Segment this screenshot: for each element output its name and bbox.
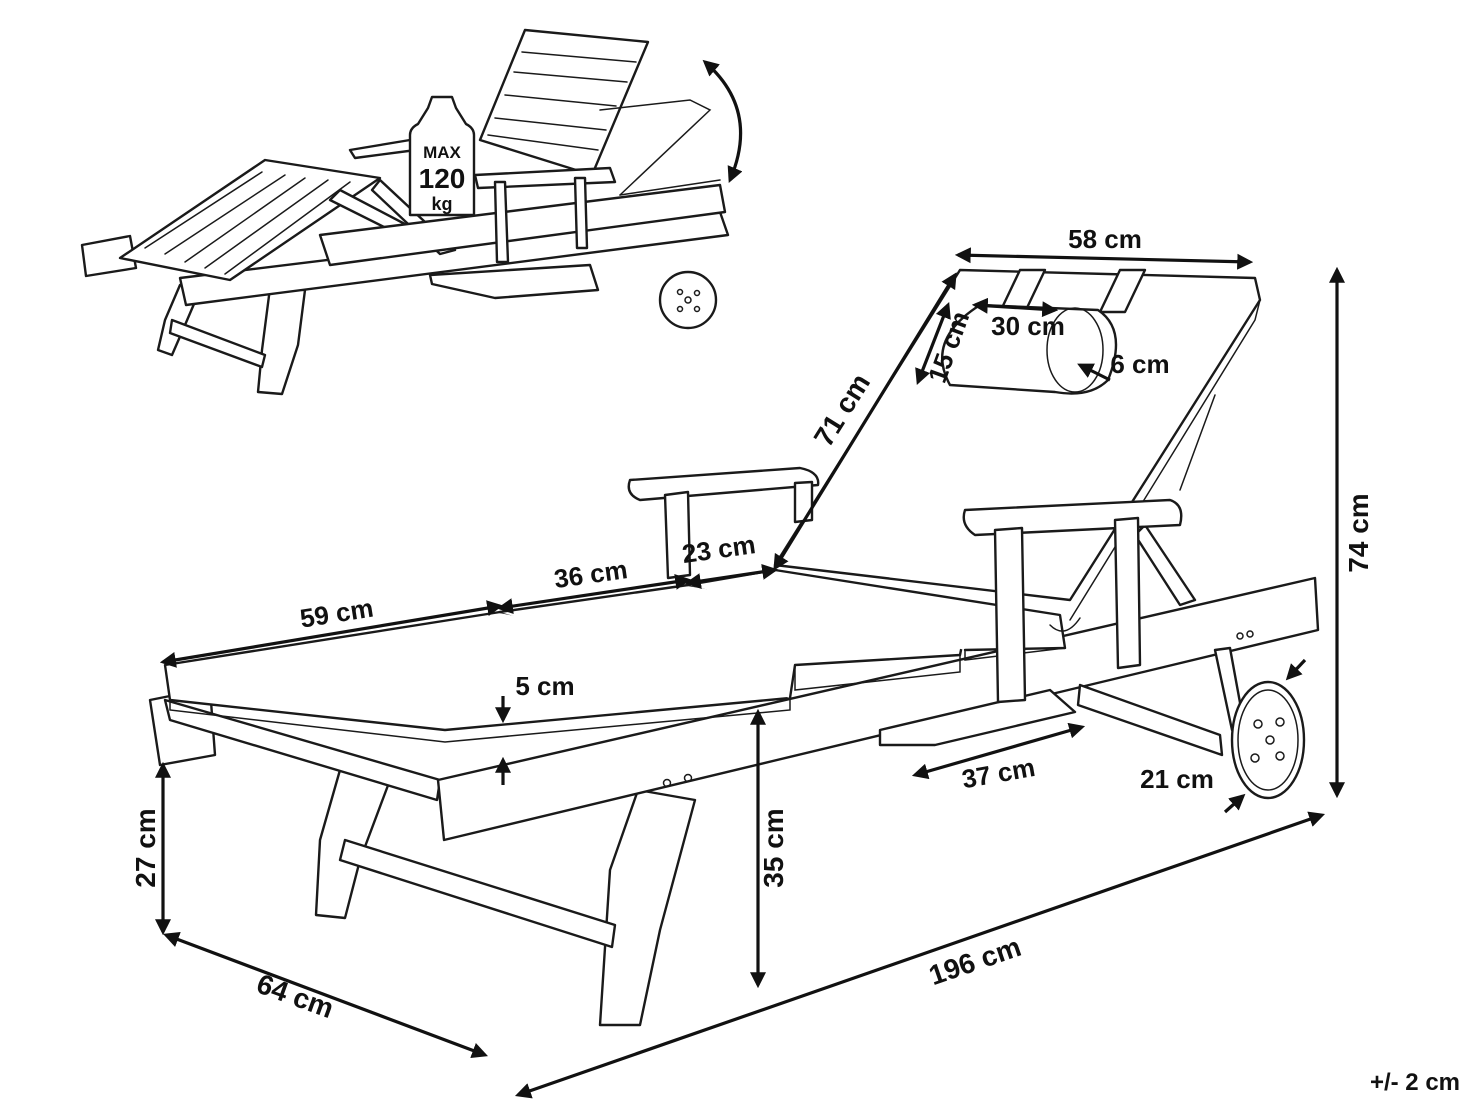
label-total-length: 196 cm xyxy=(925,931,1025,991)
label-seat-height: 35 cm xyxy=(758,808,789,887)
tolerance-note: +/- 2 cm xyxy=(1370,1069,1460,1096)
label-width-top: 58 cm xyxy=(1068,224,1142,254)
label-pillow-length: 30 cm xyxy=(991,311,1065,341)
label-wheel-diameter: 21 cm xyxy=(1140,764,1214,794)
label-total-height: 74 cm xyxy=(1343,493,1374,572)
small-lounger-illustration: MAX 120 kg xyxy=(80,28,743,396)
label-foot-height: 27 cm xyxy=(130,808,161,887)
recline-arrow xyxy=(702,59,743,183)
label-cushion-thickness: 5 cm xyxy=(515,671,574,701)
label-seat-section-2: 36 cm xyxy=(552,554,629,594)
dimension-lines xyxy=(155,247,1345,1099)
label-pillow-depth: 6 cm xyxy=(1110,349,1169,379)
weight-badge-max: MAX xyxy=(423,143,461,162)
large-lounger-illustration xyxy=(148,268,1320,1027)
weight-badge-unit: kg xyxy=(431,194,452,214)
label-total-width: 64 cm xyxy=(253,968,338,1024)
label-seat-section-3: 23 cm xyxy=(680,529,757,569)
weight-badge-value: 120 xyxy=(419,163,466,194)
